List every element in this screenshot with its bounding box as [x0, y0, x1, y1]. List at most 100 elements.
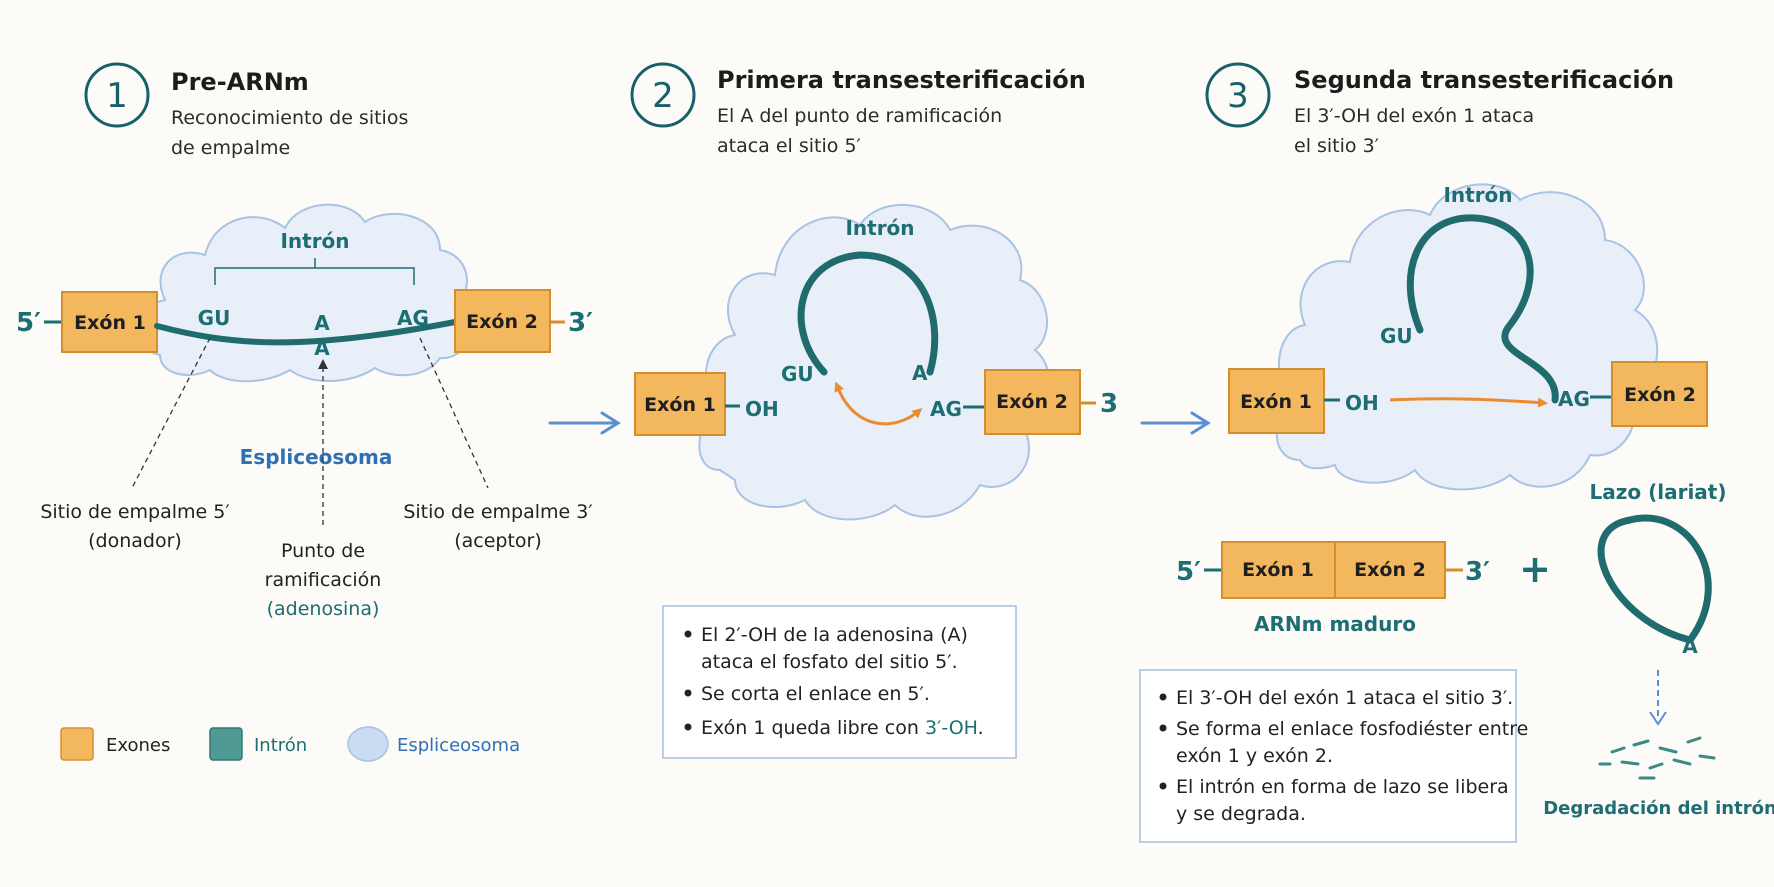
step-1-header: 1 Pre-ARNm Reconocimiento de sitios de e…	[84, 62, 408, 159]
five-prime-end-1: 5′	[16, 308, 41, 338]
step-3-number: 3	[1227, 76, 1249, 116]
step-2-header: 2 Primera transesterificación El A del p…	[630, 62, 1086, 157]
legend-exon-swatch	[60, 727, 94, 761]
exon-2-label: Exón 2	[466, 311, 538, 333]
step-3-subtitle-line-2: el sitio 3′	[1294, 135, 1379, 157]
spliceosome-cloud-3	[1275, 183, 1659, 491]
gu-site-1: GU	[198, 306, 231, 330]
exon-1-label: Exón 1	[74, 312, 146, 334]
intron-strand-1	[154, 319, 458, 346]
note-3-2-line-1: Se forma el enlace fosfodiéster entre	[1176, 718, 1528, 740]
mature-exon-1-label: Exón 1	[1242, 559, 1314, 581]
branch-a-top: A	[314, 311, 330, 335]
bullet	[684, 689, 692, 697]
site-3-label-line-2: (aceptor)	[454, 530, 542, 552]
intron-loop-2	[797, 251, 939, 376]
lariat: Lazo (lariat) A	[1590, 480, 1727, 658]
branch-label-note: (adenosina)	[267, 598, 380, 620]
intron-label-2: Intrón	[845, 216, 914, 240]
step-1-subtitle-line-2: de empalme	[171, 137, 290, 159]
step-3-subtitle-line-1: El 3′-OH del exón 1 ataca	[1294, 105, 1534, 127]
step-3-header: 3 Segunda transesterificación El 3′-OH d…	[1205, 62, 1674, 157]
site-5-label-line-1: Sitio de empalme 5′	[40, 501, 229, 523]
branch-label-line-1: Punto de	[281, 540, 365, 562]
lariat-a: A	[1682, 634, 1698, 658]
exon-1-box-2	[634, 372, 726, 436]
site-3-pointer	[419, 337, 489, 489]
note-3-3-line-1: El intrón en forma de lazo se libera	[1176, 776, 1509, 798]
panel-2: Intrón Exón 1 OH GU A AG Exón 2 3 El 2′-…	[634, 204, 1118, 759]
ag-site-3: AG	[1558, 387, 1590, 411]
branch-a-bottom: A	[314, 336, 330, 360]
bullet	[1159, 693, 1167, 701]
exon-2-box-2	[984, 369, 1081, 435]
bullet	[1159, 782, 1167, 790]
degraded-fragments	[1598, 736, 1716, 780]
flow-arrow-1-2	[548, 411, 621, 435]
intron-bracket-1	[214, 258, 415, 285]
step-3-title: Segunda transesterificación	[1294, 66, 1674, 94]
site-5-label-line-2: (donador)	[88, 530, 182, 552]
legend-spliceosome-swatch	[347, 726, 389, 762]
mature-mrna: 5′ Exón 1 Exón 2 3′ ARNm maduro	[1176, 541, 1490, 636]
exon-1-oh-3: OH	[1345, 391, 1379, 415]
plus-sign: +	[1519, 547, 1551, 591]
note-2-1-line-2: ataca el fosfato del sitio 5′.	[701, 651, 958, 673]
exon-1-box	[61, 291, 158, 353]
legend-intron-label: Intrón	[254, 735, 307, 756]
notes-list-2: El 2′-OH de la adenosina (A) ataca el fo…	[684, 624, 984, 739]
step-2-subtitle-line-2: ataca el sitio 5′	[717, 135, 861, 157]
exon-2-label-2: Exón 2	[996, 391, 1068, 413]
notes-box-2	[662, 605, 1017, 759]
flow-arrow-2-3	[1140, 411, 1211, 435]
note-2-3-highlight: 3′-OH	[925, 717, 978, 739]
step-2-title: Primera transesterificación	[717, 66, 1086, 94]
exon-2-label-3: Exón 2	[1624, 384, 1696, 406]
note-2-1-line-1: El 2′-OH de la adenosina (A)	[701, 624, 968, 646]
panel-1: Intrón 5′ Exón 1 Exón 2 3′ GU AG A A Esp…	[16, 203, 593, 620]
note-3-1-line-1: El 3′-OH del exón 1 ataca el sitio 3′.	[1176, 687, 1513, 709]
bullet	[684, 630, 692, 638]
legend: Exones Intrón Espliceosoma	[60, 726, 520, 762]
note-2-2-line-1: Se corta el enlace en 5′.	[701, 683, 930, 705]
lariat-loop	[1597, 514, 1712, 644]
three-prime-end-2: 3	[1100, 389, 1118, 419]
exon-1-oh-2: OH	[745, 397, 779, 421]
site-5-pointer	[131, 337, 211, 489]
note-3-3-line-2: y se degrada.	[1176, 803, 1306, 825]
bullet	[1159, 724, 1167, 732]
branch-a-2: A	[912, 361, 928, 385]
legend-spliceosome-label: Espliceosoma	[397, 735, 520, 756]
note-2-3-end: .	[978, 717, 984, 739]
exon-1-label-2: Exón 1	[644, 394, 716, 416]
branch-label-line-2: ramificación	[265, 569, 382, 591]
three-prime-end-1: 3′	[568, 308, 593, 338]
exon-2-box	[454, 289, 551, 353]
intron-label-3: Intrón	[1443, 183, 1512, 207]
degradation-arrowhead	[1649, 711, 1667, 726]
intron-label-1: Intrón	[280, 229, 349, 253]
lariat-label: Lazo (lariat)	[1590, 480, 1727, 504]
attack-arrow-3	[1389, 397, 1548, 408]
mature-five-prime: 5′	[1176, 557, 1201, 587]
degradation-label: Degradación del intrón	[1543, 798, 1774, 819]
notes-list-3: El 3′-OH del exón 1 ataca el sitio 3′. S…	[1159, 687, 1528, 825]
gu-site-2: GU	[781, 362, 814, 386]
step-1-subtitle-line-1: Reconocimiento de sitios	[171, 107, 408, 129]
step-2-number: 2	[652, 76, 674, 116]
note-2-3: Exón 1 queda libre con 3′-OH.	[701, 717, 984, 739]
ag-site-2: AG	[930, 397, 962, 421]
legend-intron-swatch	[209, 727, 243, 761]
exon-1-label-3: Exón 1	[1240, 391, 1312, 413]
mature-exon-2-box	[1334, 541, 1446, 599]
gu-site-3: GU	[1380, 324, 1413, 348]
panel-3: Intrón GU Exón 1 OH AG Exón 2 5′ Exón 1 …	[1139, 183, 1774, 843]
site-3-label-line-1: Sitio de empalme 3′	[403, 501, 592, 523]
ag-site-1: AG	[397, 306, 429, 330]
step-1-title: Pre-ARNm	[171, 68, 309, 96]
step-1-number: 1	[106, 76, 128, 116]
mature-exon-2-label: Exón 2	[1354, 559, 1426, 581]
exon-2-box-3	[1611, 361, 1708, 427]
mature-three-prime: 3′	[1465, 557, 1490, 587]
